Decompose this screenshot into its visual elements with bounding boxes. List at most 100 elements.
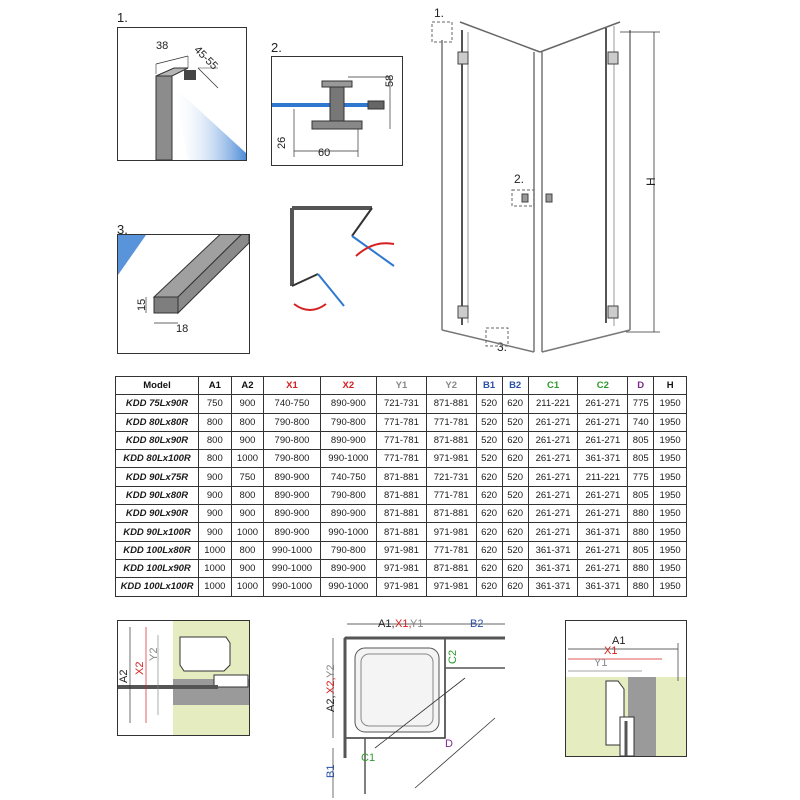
model-cell: KDD 80Lx80R <box>115 412 199 432</box>
dim-18: 18 <box>176 323 189 335</box>
table-cell: 771-781 <box>425 412 477 432</box>
table-cell: 771-781 <box>376 430 427 451</box>
table-cell: 1000 <box>198 558 232 579</box>
handle-base <box>311 120 363 130</box>
table-cell: 790-800 <box>263 449 321 469</box>
table-cell: 620 <box>475 467 503 487</box>
table-cell: 361-371 <box>577 449 629 469</box>
dim-15: 15 <box>136 298 148 311</box>
model-cell: KDD 75Lx90R <box>115 394 199 414</box>
table-cell: 871-881 <box>425 394 477 414</box>
table-cell: 261-271 <box>577 412 629 432</box>
table-header-row: Model A1 A2 X1 X2 Y1 Y2 B1 B2 C1 C2 D H <box>115 375 687 396</box>
table-cell: 890-900 <box>263 485 321 506</box>
table-cell: 800 <box>198 430 232 451</box>
swing-top-view <box>290 206 395 311</box>
table-cell: 1000 <box>198 540 232 560</box>
table-cell: 361-371 <box>527 558 579 579</box>
overview-callout-2: 2. <box>514 172 525 186</box>
label-a2: A2 <box>118 669 130 683</box>
table-cell: 871-881 <box>425 558 477 579</box>
table-cell: 871-881 <box>376 522 427 542</box>
table-cell: 620 <box>501 430 529 451</box>
table-cell: 361-371 <box>527 540 579 560</box>
table-cell: 1950 <box>653 412 687 432</box>
table-cell: 620 <box>475 522 503 542</box>
table-cell: 261-271 <box>577 485 629 506</box>
table-cell: 261-271 <box>577 558 629 579</box>
table-cell: 805 <box>627 449 655 469</box>
header-b2: B2 <box>501 375 529 396</box>
table-cell: 261-271 <box>577 540 629 560</box>
plan-b2: B2 <box>470 618 484 630</box>
header-x2: X2 <box>319 375 378 396</box>
callout-3-label: 3. <box>117 222 128 237</box>
dim-26: 26 <box>276 136 288 149</box>
table-cell: 261-271 <box>527 412 579 432</box>
detail-1-drawing <box>155 55 246 160</box>
table-cell: 740-750 <box>263 394 321 414</box>
table-cell: 871-881 <box>376 485 427 506</box>
table-cell: 790-800 <box>319 540 378 560</box>
table-cell: 520 <box>475 412 503 432</box>
label-x2: X2 <box>134 661 146 675</box>
table-cell: 990-1000 <box>319 522 378 542</box>
header-c1: C1 <box>527 375 579 396</box>
table-cell: 971-981 <box>376 577 427 597</box>
model-cell: KDD 90Lx100R <box>115 522 199 542</box>
header-d: D <box>627 375 655 396</box>
table-cell: 990-1000 <box>263 558 321 579</box>
header-a1: A1 <box>198 375 232 396</box>
dim-58: 58 <box>384 74 396 87</box>
header-x1: X1 <box>263 375 321 396</box>
table-cell: 890-900 <box>319 430 378 451</box>
bottom-right-drawing <box>566 643 686 756</box>
plan-c1: C1 <box>361 752 376 764</box>
table-cell: 871-881 <box>376 467 427 487</box>
table-cell: 900 <box>230 394 265 414</box>
table-cell: 790-800 <box>319 412 378 432</box>
plan-y1: Y1 <box>410 618 424 630</box>
table-cell: 620 <box>501 504 529 524</box>
header-a2: A2 <box>230 375 265 396</box>
table-cell: 261-271 <box>527 449 579 469</box>
model-cell: KDD 90Lx90R <box>115 504 199 524</box>
table-cell: 721-731 <box>425 467 477 487</box>
table-cell: 771-781 <box>425 485 477 506</box>
plan-b1: B1 <box>325 764 337 778</box>
label-x1: X1 <box>604 645 618 657</box>
table-cell: 880 <box>627 577 655 597</box>
table-cell: 790-800 <box>263 430 321 451</box>
table-cell: 990-1000 <box>263 577 321 597</box>
label-y2: Y2 <box>148 647 160 661</box>
table-cell: 1950 <box>653 558 687 579</box>
table-cell: 261-271 <box>527 467 579 487</box>
table-cell: 880 <box>627 558 655 579</box>
table-cell: 871-881 <box>425 504 477 524</box>
table-cell: 805 <box>627 540 655 560</box>
dimensions-table: Model A1 A2 X1 X2 Y1 Y2 B1 B2 C1 C2 D H … <box>115 375 687 597</box>
table-cell: 620 <box>475 577 503 597</box>
table-cell: 740 <box>627 412 655 432</box>
table-cell: 771-781 <box>376 412 427 432</box>
table-cell: 971-981 <box>376 558 427 579</box>
model-cell: KDD 80Lx100R <box>115 449 199 469</box>
profile-cap <box>184 70 196 80</box>
table-cell: 900 <box>198 485 232 506</box>
table-cell: 261-271 <box>527 504 579 524</box>
table-cell: 620 <box>501 449 529 469</box>
table-cell: 361-371 <box>577 522 629 542</box>
glass-pane <box>173 86 246 160</box>
table-cell: 211-221 <box>577 467 629 487</box>
table-cell: 880 <box>627 504 655 524</box>
table-cell: 880 <box>627 522 655 542</box>
table-cell: 990-1000 <box>319 577 378 597</box>
table-cell: 800 <box>198 449 232 469</box>
table-cell: 520 <box>501 485 529 506</box>
table-cell: 971-981 <box>425 577 477 597</box>
table-cell: 520 <box>501 540 529 560</box>
table-cell: 750 <box>230 467 265 487</box>
callout-2-label: 2. <box>271 40 282 55</box>
